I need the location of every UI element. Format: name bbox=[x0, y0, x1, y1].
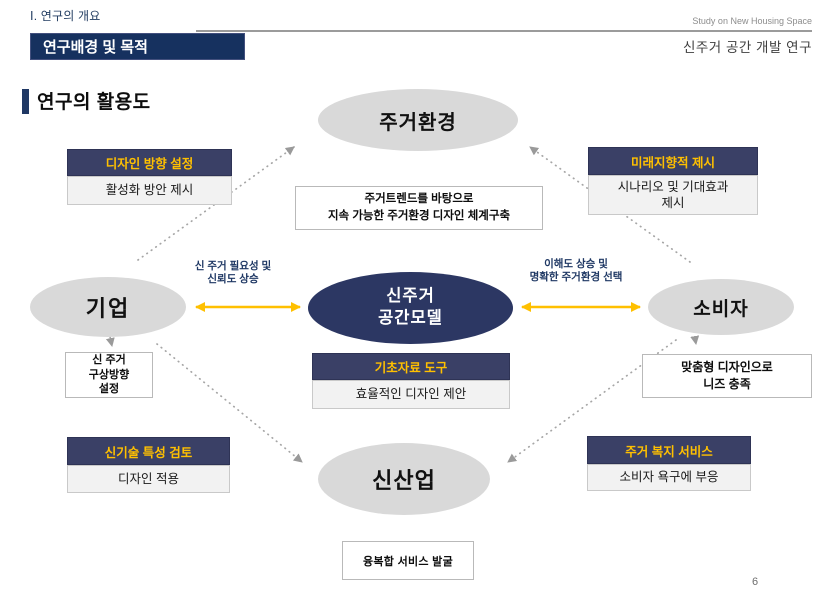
arrow-note-right-line2: 명확한 주거환경 선택 bbox=[529, 271, 623, 284]
box-new-housing-concept-line3: 설정 bbox=[98, 383, 120, 396]
title-accent-bar bbox=[22, 89, 29, 114]
arrow-note-left-line2: 신뢰도 상승 bbox=[207, 273, 259, 286]
page-title: 연구의 활용도 bbox=[37, 92, 151, 113]
slide-section-label: Ⅰ. 연구의 개요 bbox=[30, 9, 101, 23]
ellipse-new-industry-label: 신산업 bbox=[372, 468, 436, 493]
box-custom-design-line2: 니즈 충족 bbox=[703, 377, 751, 391]
group-housing-welfare-header: 주거 복지 서비스 bbox=[587, 436, 751, 464]
model-label-line1: 신주거 bbox=[386, 287, 435, 306]
box-housing-trend-line1: 주거트렌드를 바탕으로 bbox=[364, 192, 474, 205]
box-new-housing-concept-line2: 구상방향 bbox=[88, 368, 130, 381]
ellipse-consumer-label: 소비자 bbox=[693, 298, 749, 320]
group-future-oriented-header: 미래지향적 제시 bbox=[588, 147, 758, 175]
box-custom-design-line1: 맞춤형 디자인으로 bbox=[681, 360, 773, 375]
dotted-arrow-company-to-environment bbox=[137, 146, 295, 261]
page-number: 6 bbox=[752, 576, 759, 588]
study-subtitle-en: Study on New Housing Space bbox=[692, 16, 812, 26]
box-housing-trend-line2: 지속 가능한 주거환경 디자인 체계구축 bbox=[327, 210, 511, 222]
future-body-text: 시나리오 및 기대효과 제시 bbox=[618, 179, 728, 212]
group-design-direction-header: 디자인 방향 설정 bbox=[67, 149, 232, 176]
box-new-housing-concept-line1: 신 주거 bbox=[92, 353, 126, 366]
header-banner: 연구배경 및 목적 bbox=[30, 33, 245, 60]
future-body-line1: 시나리오 및 기대효과 bbox=[617, 179, 729, 194]
dotted-arrow-company-to-newindustry bbox=[156, 343, 303, 463]
ellipse-company-label: 기업 bbox=[85, 296, 131, 321]
arrow-note-right-line1: 이해도 상승 및 bbox=[544, 258, 608, 270]
box-new-housing-concept: 신 주거 구상방향 설정 bbox=[65, 352, 153, 398]
group-new-tech-review-header: 신기술 특성 검토 bbox=[67, 437, 230, 465]
ellipse-housing-environment: 주거환경 bbox=[318, 89, 518, 151]
ellipse-company: 기업 bbox=[30, 277, 186, 337]
model-label: 신주거 공간모델 bbox=[378, 286, 443, 330]
group-basic-data-tool-header: 기초자료 도구 bbox=[312, 353, 510, 380]
ellipse-consumer: 소비자 bbox=[648, 279, 794, 335]
study-title-kr: 신주거 공간 개발 연구 bbox=[682, 40, 812, 55]
arrow-note-left: 신 주거 필요성 및 신뢰도 상승 bbox=[168, 260, 298, 286]
dotted-arrow-consumer-to-newindustry bbox=[507, 339, 677, 463]
model-label-line2: 공간모델 bbox=[378, 309, 443, 327]
group-new-tech-review-body: 디자인 적용 bbox=[67, 465, 230, 493]
arrow-note-left-line1: 신 주거 필요성 및 bbox=[194, 260, 272, 272]
box-housing-trend: 주거트렌드를 바탕으로 지속 가능한 주거환경 디자인 체계구축 bbox=[295, 186, 543, 230]
ellipse-housing-environment-label: 주거환경 bbox=[379, 111, 457, 134]
dotted-arrow-company-to-box bbox=[105, 331, 115, 347]
group-housing-welfare-body: 소비자 욕구에 부응 bbox=[587, 464, 751, 491]
group-design-direction-body: 활성화 방안 제시 bbox=[67, 176, 232, 205]
ellipse-new-housing-space-model: 신주거 공간모델 bbox=[308, 272, 513, 344]
group-basic-data-tool-body: 효율적인 디자인 제안 bbox=[312, 380, 510, 409]
arrow-note-right: 이해도 상승 및 명확한 주거환경 선택 bbox=[506, 258, 646, 284]
box-convergence-service: 융복합 서비스 발굴 bbox=[342, 541, 474, 580]
ellipse-new-industry: 신산업 bbox=[318, 443, 490, 515]
header-rule bbox=[196, 30, 812, 32]
future-body-line2: 제시 bbox=[661, 196, 685, 210]
box-custom-design: 맞춤형 디자인으로 니즈 충족 bbox=[642, 354, 812, 398]
group-future-oriented-body: 시나리오 및 기대효과 제시 bbox=[588, 175, 758, 215]
